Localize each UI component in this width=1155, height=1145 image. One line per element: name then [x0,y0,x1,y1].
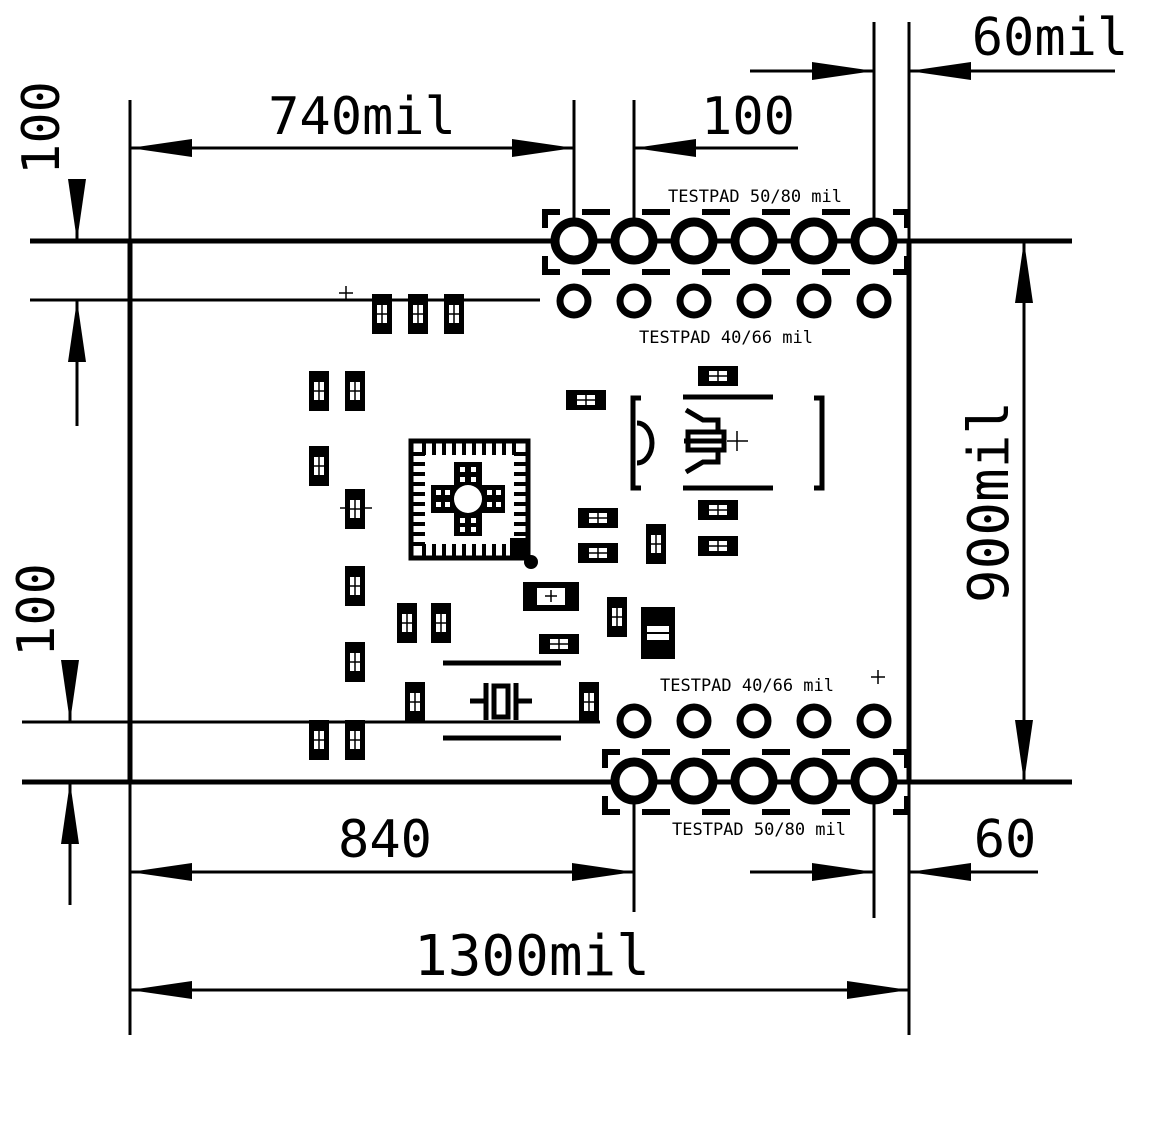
dim-left-bottom-offset: 100 [7,563,67,657]
dim-bottom-edge-clearance: 60 [974,810,1037,870]
testpad-row-top-large [542,209,910,275]
crystal-bottom [443,660,561,741]
large-smd-components [523,582,675,659]
dim-board-width: 1300mil [414,924,650,989]
dim-top-edge-clearance: 60mil [972,8,1129,68]
testpad-label-top-large: TESTPAD 50/80 mil [668,187,842,207]
testpad-row-bottom-large [602,749,910,815]
testpad-label-bottom-small: TESTPAD 40/66 mil [660,676,834,696]
board-outline [22,238,1072,785]
dim-bottom-left-width: 840 [338,810,432,870]
testpad-row-top-small [556,283,892,319]
testpad-label-top-small: TESTPAD 40/66 mil [639,328,813,348]
dim-board-height: 900mil [957,401,1022,603]
testpad-row-bottom-small [616,703,892,739]
crystal-outline [630,394,825,491]
qfn-ic [408,438,538,569]
dim-left-top-offset: 100 [12,81,72,175]
dim-top-left-width: 740mil [268,87,456,147]
testpad-label-bottom-large: TESTPAD 50/80 mil [672,820,846,840]
dim-top-pitch: 100 [701,87,795,147]
dimension-arrows [61,62,1033,999]
